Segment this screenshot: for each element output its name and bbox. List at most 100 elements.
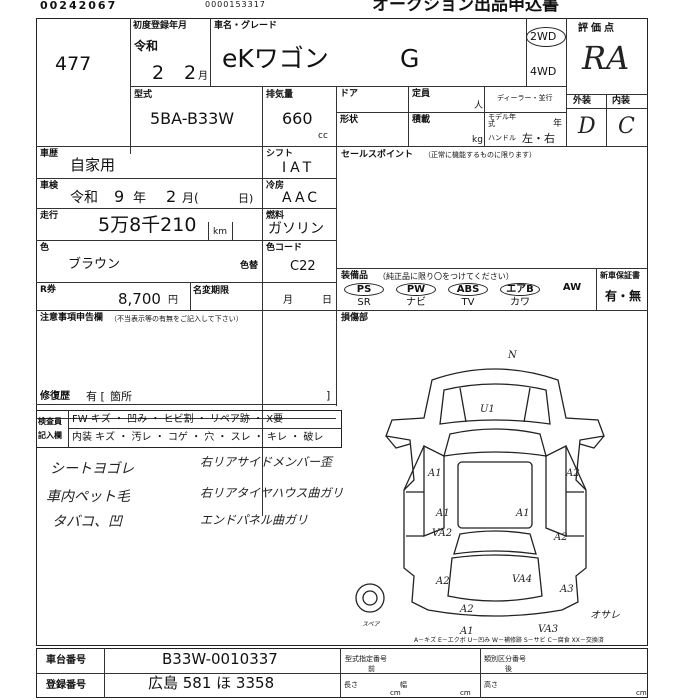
warranty-value[interactable]: 有・無: [605, 289, 642, 303]
damage-mark: オサレ: [590, 610, 620, 621]
diagram-legend: A－キズ E－エクボ U－凹み W－補修跡 S－サビ C－腐食 XX－交換済: [414, 637, 604, 644]
recycle-label: R券: [40, 285, 56, 295]
color-label: 色: [40, 243, 50, 253]
shift-value: IAT: [282, 160, 316, 176]
recycle-unit: 円: [168, 295, 178, 306]
damage-mark: A2: [553, 532, 568, 543]
notes-note: （不当表示等の有無をご記入して下さい）: [110, 315, 243, 323]
interior-label: 内装: [612, 96, 631, 106]
notes-label: 注意事項申告欄: [40, 313, 104, 323]
inspection-year-unit: 年: [133, 191, 147, 206]
mileage-value: 5万8千210: [98, 214, 197, 236]
length-label: 長さ: [344, 681, 358, 689]
shape-label: 形状: [340, 115, 359, 125]
drive-4wd[interactable]: 4WD: [530, 65, 557, 78]
registration-month-unit: 月: [198, 71, 208, 82]
registration-month: 2: [184, 62, 197, 84]
mileage-unit: km: [213, 227, 227, 237]
inspector-label2: 記入欄: [38, 431, 62, 440]
handwritten-right-3: エンドパネル曲ガリ: [200, 513, 309, 527]
ac-label: 冷房: [266, 181, 285, 191]
rear-label: 後: [505, 665, 512, 673]
displacement-label: 排気量: [266, 90, 294, 100]
handwritten-right-1: 右リアサイドメンバー歪: [200, 455, 333, 469]
displacement-unit: cc: [318, 131, 328, 141]
form-title: オークション出品申込書: [372, 0, 559, 15]
chassis-value: B33W-0010337: [162, 650, 278, 668]
plate-value: 広島 581 ほ 3358: [148, 674, 275, 692]
lot-number: 477: [55, 53, 92, 75]
damage-mark: VA2: [432, 528, 452, 539]
damage-mark: VA3: [538, 624, 558, 635]
usage-label: 車歴: [40, 149, 59, 159]
length-unit: cm: [390, 689, 401, 697]
damage-mark: A2: [459, 604, 474, 615]
inspection-year: 9: [114, 187, 125, 206]
handwritten-left-1: シートヨゴレ: [50, 461, 134, 477]
inspection-day-unit: 日): [238, 192, 254, 205]
drive-2wd[interactable]: 2WD: [530, 30, 557, 43]
equipment-item-2[interactable]: ABS: [448, 283, 488, 296]
deadline-month-unit: 月: [283, 295, 293, 306]
registration-era: 令和: [134, 39, 159, 53]
vehicle-name: eKワゴン: [222, 44, 329, 73]
model-year-unit: 年: [553, 119, 563, 129]
model-label: 型式: [134, 90, 153, 100]
fuel-label: 燃料: [266, 211, 285, 221]
height-unit: cm: [636, 689, 647, 697]
inspection-month-unit: 月(: [182, 191, 199, 205]
main-frame: [36, 18, 648, 646]
loading-unit: kg: [472, 135, 483, 145]
drive-2wd-circle: [526, 27, 566, 47]
equipment-item-3[interactable]: エアB: [500, 283, 540, 296]
equipment-item-0[interactable]: PS: [344, 283, 384, 296]
usage-value: 自家用: [70, 156, 116, 174]
equipment-item-4[interactable]: AW: [562, 282, 582, 293]
exterior-label: 外装: [573, 96, 592, 106]
inspector-row2: 内装 キズ ・ 汚レ ・ コゲ ・ 穴 ・ スレ ・ キレ ・ 破レ: [72, 432, 324, 443]
repair-value: 有 [: [86, 390, 105, 403]
header-mid-number: 0000153317: [205, 0, 266, 9]
mileage-label: 走行: [40, 211, 59, 221]
inspection-month: 2: [166, 187, 177, 206]
damage-area-label: 損傷部: [341, 313, 369, 323]
spare-label: スペア: [362, 621, 381, 628]
damage-mark: A1: [459, 626, 474, 637]
color-code-label: 色コード: [266, 243, 303, 253]
deadline-label: 名変期限: [193, 286, 230, 296]
damage-mark: A1: [515, 508, 530, 519]
equipment-note: （純正品に限り〇をつけてください）: [378, 272, 514, 281]
evaluation-score: RA: [582, 39, 630, 77]
chassis-label: 車台番号: [46, 655, 86, 666]
vehicle-grade: G: [400, 44, 420, 73]
damage-mark: A1: [427, 468, 442, 479]
type-cert-label: 型式指定番号: [345, 655, 387, 663]
handwritten-left-2: 車内ペット毛: [46, 489, 130, 505]
interior-score: C: [618, 114, 635, 139]
inspector-box: [36, 410, 342, 448]
new-warranty-label: 新車保証書: [600, 271, 640, 280]
repaint-label: 色替: [240, 261, 259, 271]
color-code: C22: [290, 259, 316, 274]
handwritten-right-2: 右リアタイヤハウス曲ガリ: [200, 486, 344, 500]
registration-label: 初度登録年月: [133, 21, 188, 31]
sales-points-label: セールスポイント: [341, 150, 414, 160]
equipment-item-1[interactable]: PW: [396, 283, 436, 296]
inspector-row1: FW キズ ・ 凹み ・ ヒビ割 ・ リペア跡 ・ X要: [72, 414, 284, 425]
repair-suffix: 箇所: [110, 390, 132, 403]
dealer-label: ディーラー・並行: [497, 94, 553, 102]
inspection-label: 車検: [40, 181, 59, 191]
inspector-label1: 検査員: [38, 417, 62, 426]
fuel-value: ガソリン: [268, 221, 324, 237]
damage-mark: A3: [559, 584, 574, 595]
handle-value: 左・右: [522, 132, 555, 145]
height-label: 高さ: [484, 681, 498, 689]
class-label: 類別区分番号: [484, 655, 526, 663]
equipment-item-3-label: カワ: [510, 297, 530, 308]
registration-year: 2: [152, 62, 165, 84]
damage-mark: N: [507, 350, 518, 361]
front-label: 前: [368, 665, 375, 673]
model-value: 5BA-B33W: [150, 109, 235, 128]
repair-label: 修復歴: [40, 391, 70, 402]
